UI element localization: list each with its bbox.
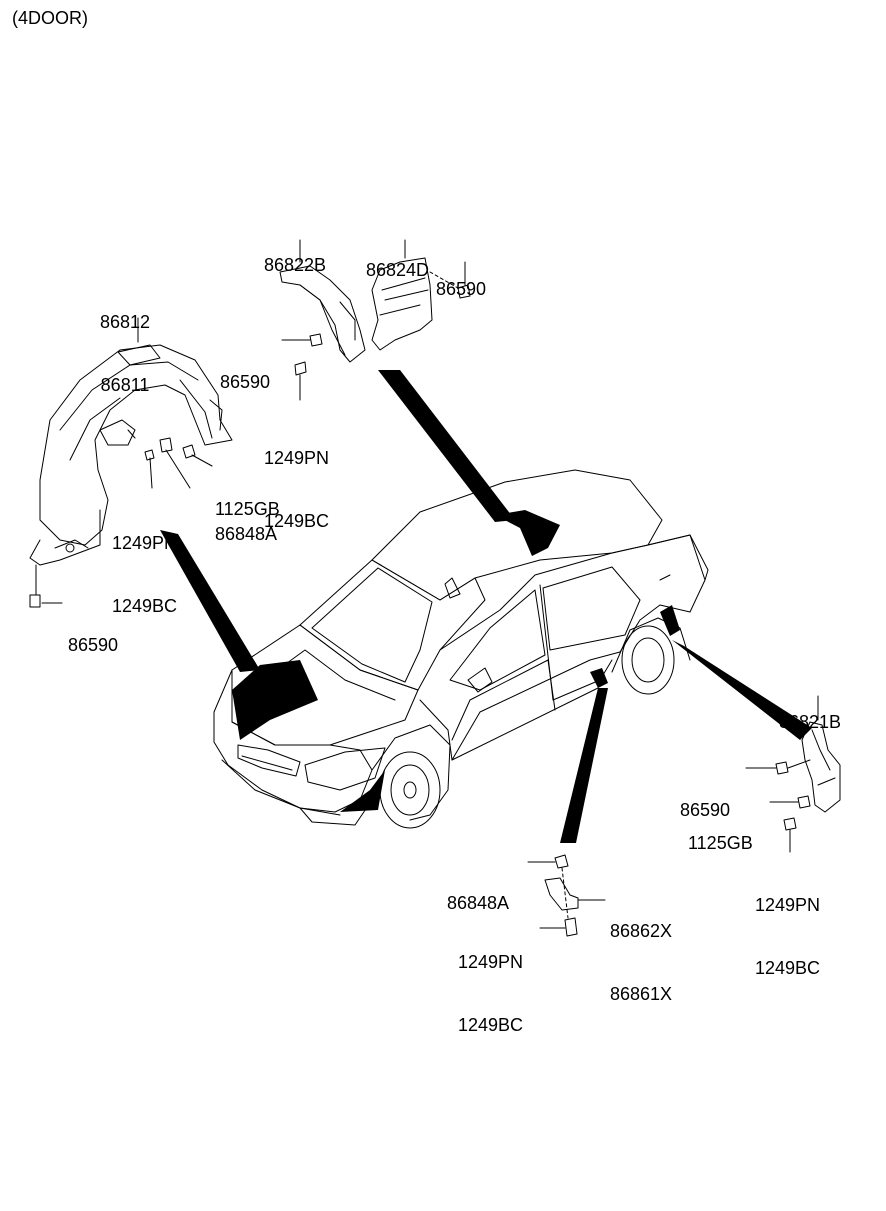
- callout-86824d: 86824D: [366, 218, 429, 302]
- part-number: 1249PN: [112, 533, 178, 553]
- part-number: 86590: [436, 279, 487, 299]
- part-number: 86824D: [366, 260, 430, 280]
- front-fender-liner: [29, 344, 233, 608]
- callout-1125gb-front: 1125GB: [215, 457, 280, 541]
- variant-label: (4DOOR): [12, 8, 88, 28]
- callout-1249pn-1249bc-front: 1249PN 1249BC: [112, 491, 177, 638]
- splash-shield: [279, 239, 471, 401]
- fasteners-front: [137, 317, 213, 489]
- part-number: 86848A: [447, 893, 510, 913]
- part-number: 1249PN: [264, 448, 330, 468]
- part-number: 86590: [680, 800, 731, 820]
- callout-86848a-side: 86848A: [447, 851, 509, 935]
- callout-86821b: 86821B: [779, 670, 841, 754]
- part-number: 1249PN: [755, 895, 821, 915]
- callout-86590-front-bottom: 86590: [68, 593, 118, 677]
- part-number: 86821B: [779, 712, 842, 732]
- part-number: 1125GB: [215, 499, 280, 519]
- callout-86862x-86861x: 86862X 86861X: [610, 879, 672, 1026]
- part-number: 86861X: [610, 984, 673, 1004]
- part-number: 86862X: [610, 921, 673, 941]
- callout-86590-top-left: 86590: [220, 330, 270, 414]
- part-number: 1249BC: [458, 1015, 524, 1035]
- part-number: 1249BC: [755, 958, 821, 978]
- callout-1249pn-1249bc-rear: 1249PN 1249BC: [755, 853, 820, 1000]
- callout-86590-top-right: 86590: [436, 237, 486, 321]
- callout-86822b: 86822B: [264, 213, 326, 297]
- callout-86590-rear: 86590: [680, 758, 730, 842]
- callout-1249pn-1249bc-top: 1249PN 1249BC: [264, 406, 329, 553]
- part-number: 86811: [100, 375, 150, 395]
- rear-liner: [745, 695, 841, 853]
- part-number: 1249BC: [112, 596, 178, 616]
- part-number: 86590: [68, 635, 119, 655]
- part-number: 1249PN: [458, 952, 524, 972]
- part-number: 86822B: [264, 255, 327, 275]
- part-number: 86590: [220, 372, 271, 392]
- part-number: 1249BC: [264, 511, 330, 531]
- side-bracket: [527, 854, 606, 937]
- part-number: 86812: [100, 312, 151, 332]
- callout-86812-86811: 86812 86811: [100, 270, 150, 417]
- leader-bands: [160, 370, 812, 843]
- part-number: 1125GB: [688, 833, 753, 853]
- callout-86848a-front: 86848A: [215, 482, 277, 566]
- part-number: 86848A: [215, 524, 278, 544]
- callout-1125gb-rear: 1125GB: [688, 791, 753, 875]
- callout-1249pn-1249bc-side: 1249PN 1249BC: [458, 910, 523, 1057]
